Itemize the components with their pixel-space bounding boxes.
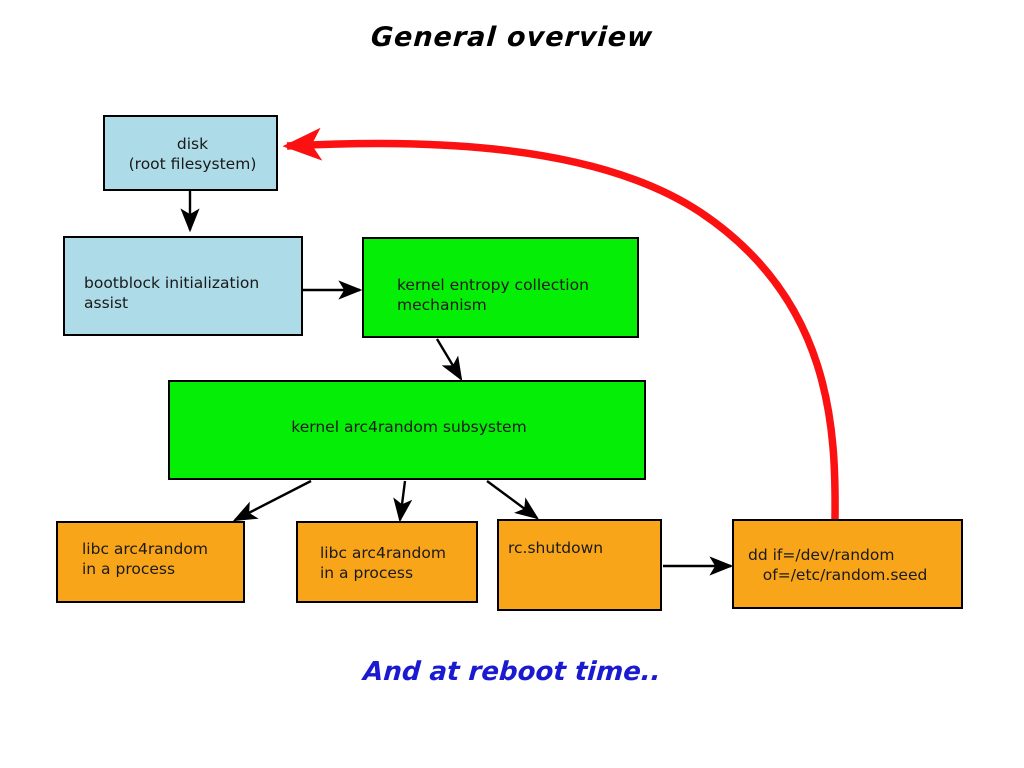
edge-arc4random-to-rcshutdown [486, 480, 539, 520]
node-disk-line1: disk [176, 135, 209, 153]
node-bootblock-line2: assist [84, 294, 129, 312]
reboot-caption: And at reboot time.. [362, 657, 662, 687]
node-entropy[interactable]: kernel entropy collection mechanism [362, 237, 639, 338]
node-bootblock[interactable]: bootblock initialization assist [63, 236, 303, 336]
node-libc-1-line1: libc arc4random [82, 540, 208, 558]
node-ddseed[interactable]: dd if=/dev/random of=/etc/random.seed [732, 519, 963, 609]
node-disk-line2: (root filesystem) [128, 155, 257, 173]
node-entropy-line1: kernel entropy collection [397, 276, 589, 294]
node-rcshutdown[interactable]: rc.shutdown [497, 519, 662, 611]
node-libc-1[interactable]: libc arc4random in a process [56, 521, 245, 603]
node-disk[interactable]: disk (root filesystem) [103, 115, 278, 191]
edge-arc4random-to-libc1 [232, 479, 312, 522]
node-ddseed-line1: dd if=/dev/random [748, 546, 895, 564]
node-ddseed-line2: of=/etc/random.seed [748, 566, 928, 584]
node-arc4random[interactable]: kernel arc4random subsystem [168, 380, 646, 480]
page-title: General overview [369, 22, 655, 53]
node-libc-2-line1: libc arc4random [320, 544, 446, 562]
edge-entropy-to-arc4random [435, 338, 463, 382]
node-entropy-line2: mechanism [397, 296, 487, 314]
edge-arc4random-to-libc2 [393, 480, 413, 523]
node-arc4random-label: kernel arc4random subsystem [291, 418, 527, 436]
node-libc-2-line2: in a process [320, 564, 414, 582]
node-libc-2[interactable]: libc arc4random in a process [296, 521, 478, 603]
node-libc-1-line2: in a process [82, 560, 176, 578]
node-bootblock-line1: bootblock initialization [84, 274, 260, 292]
node-rcshutdown-label: rc.shutdown [508, 539, 604, 557]
